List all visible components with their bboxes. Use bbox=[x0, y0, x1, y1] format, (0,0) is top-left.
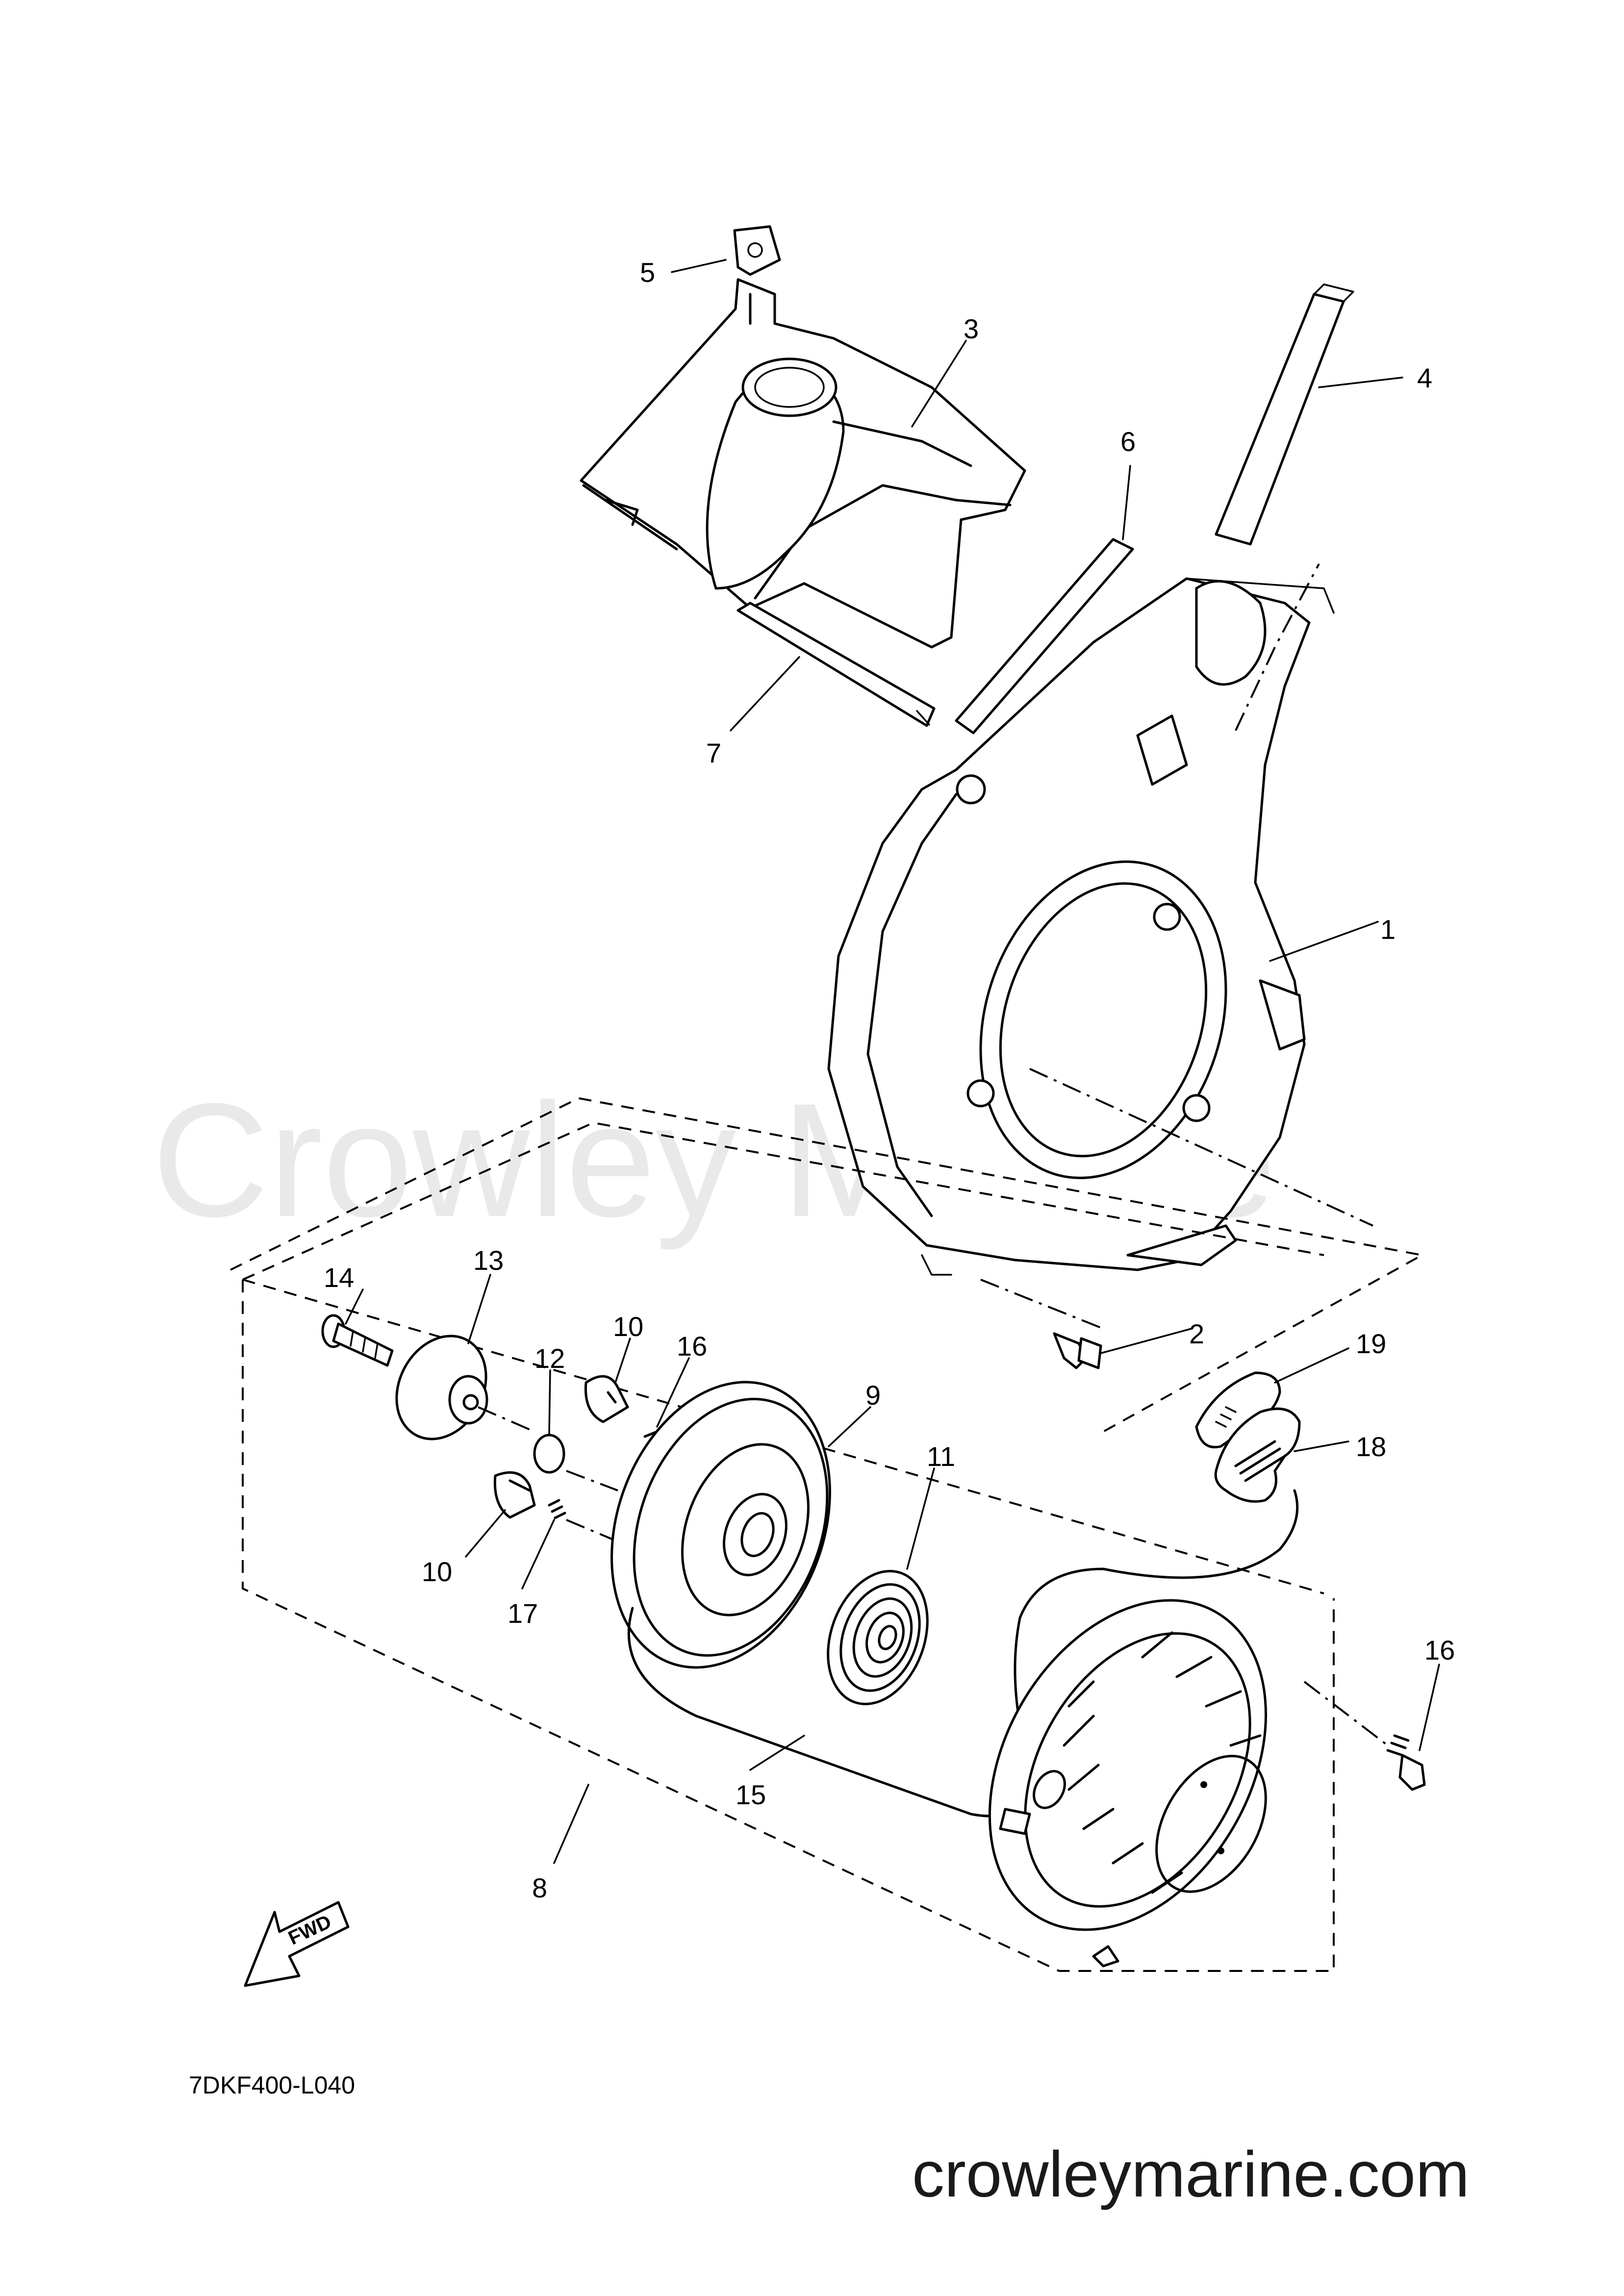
callout-16-upper: 16 bbox=[677, 1331, 707, 1362]
callout-12: 12 bbox=[534, 1343, 565, 1374]
callout-8: 8 bbox=[532, 1872, 547, 1903]
assembly-boundary-recoil bbox=[242, 1280, 1335, 1972]
part-13-plate bbox=[395, 1335, 535, 1440]
callout-numbers: 5 3 4 6 7 1 2 14 13 10 12 16 9 11 19 18 … bbox=[324, 257, 1455, 1903]
part-10-pawl-lower bbox=[493, 1471, 536, 1519]
callout-4: 4 bbox=[1417, 362, 1432, 393]
callout-leader-lines bbox=[345, 259, 1440, 1864]
callout-5: 5 bbox=[640, 257, 655, 288]
callout-13: 13 bbox=[473, 1245, 504, 1276]
callout-6: 6 bbox=[1120, 426, 1136, 457]
callout-11: 11 bbox=[927, 1441, 955, 1472]
part-6-seal-strip bbox=[955, 538, 1134, 734]
part-3-top-cover bbox=[580, 278, 1026, 649]
part-16-spring-lower bbox=[548, 1499, 566, 1519]
part-7-seal-strip bbox=[736, 602, 936, 727]
callout-3: 3 bbox=[964, 313, 979, 344]
assembly-boundary-outer bbox=[230, 1097, 1425, 1433]
callout-17: 16 bbox=[1424, 1635, 1455, 1665]
part-9-pulley bbox=[610, 1381, 831, 1669]
part-4-long-seal bbox=[1215, 283, 1354, 546]
callout-10-upper: 10 bbox=[613, 1311, 643, 1342]
recoil-axis-line bbox=[566, 1470, 618, 1491]
forward-direction-symbol: FWD bbox=[244, 1901, 350, 1987]
callout-9: 9 bbox=[865, 1380, 881, 1411]
callout-7: 7 bbox=[706, 737, 721, 768]
callout-1: 1 bbox=[1380, 914, 1396, 945]
website-label: crowleymarine.com bbox=[912, 2138, 1470, 2210]
callout-2: 2 bbox=[1189, 1318, 1204, 1349]
part-5-clip bbox=[733, 225, 781, 276]
callout-16-lower: 17 bbox=[508, 1598, 538, 1629]
callout-10-lower: 10 bbox=[422, 1556, 452, 1587]
callout-15: 15 bbox=[736, 1779, 766, 1810]
bolt-2-axis-line bbox=[980, 1279, 1104, 1330]
callout-19: 19 bbox=[1356, 1328, 1386, 1359]
part-19-handle-grip bbox=[1195, 1371, 1281, 1449]
diagram-code: 7DKF400-L040 bbox=[189, 2071, 355, 2099]
part-11-spiral-spring bbox=[827, 1569, 929, 1706]
part-10-pawl-upper bbox=[584, 1375, 629, 1423]
housing-axis-line bbox=[1029, 1068, 1373, 1227]
part-14-bolt bbox=[321, 1314, 394, 1367]
callout-14: 14 bbox=[324, 1262, 354, 1293]
part-8-recoil-case bbox=[988, 1599, 1268, 1968]
part-12-o-ring bbox=[533, 1434, 565, 1474]
recoil-axis-line-lower bbox=[566, 1519, 613, 1540]
part-2-bolt bbox=[1053, 1332, 1102, 1369]
part-17-bolt bbox=[1386, 1734, 1426, 1791]
part-18-handle bbox=[1214, 1407, 1301, 1503]
part-1-fan-housing bbox=[827, 563, 1335, 1276]
callout-18: 18 bbox=[1356, 1431, 1386, 1462]
bolt-17-axis-line bbox=[1303, 1681, 1389, 1746]
